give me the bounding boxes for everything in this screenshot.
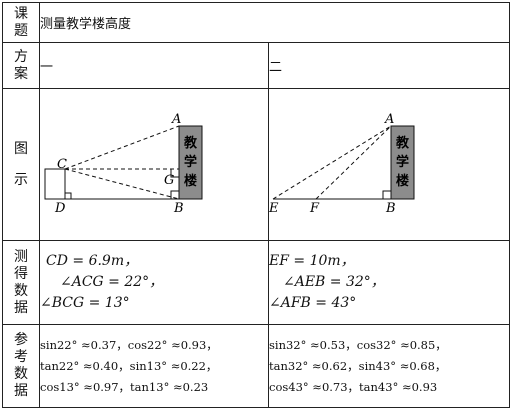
point-label-g: G [164,173,174,188]
label-char: 案 [14,65,28,82]
point-label-b: B [173,201,184,216]
building-char: 学 [184,154,197,170]
row-plan: 方 案 一 二 [2,42,511,89]
measured-line: CD = 6.9m， [46,253,139,269]
plan-1-text: 一 [40,60,54,75]
measured-line: EF = 10m， [269,253,355,269]
building-shape [390,125,415,200]
building-char: 楼 [396,173,409,189]
point-label-c: C [57,157,67,172]
building-char: 教 [183,135,198,151]
reference-line: sin32° ≈0.53，cos32° ≈0.85， [269,337,447,352]
building-char: 学 [396,154,409,170]
row-measured: 测 得 数 据 CD = 6.9m， ∠ACG = 22°， ∠BCG = 13… [2,240,511,325]
measured-line: ∠AFB = 43° [269,295,357,311]
observer-post [44,168,66,200]
reference-plan-2: sin32° ≈0.53，cos32° ≈0.85， tan32° ≈0.62，… [267,324,511,408]
label-char: 数 [14,282,28,299]
reference-line: sin22° ≈0.37，cos22° ≈0.93， [40,337,218,352]
label-char: 方 [14,48,28,65]
right-angle-g [170,169,179,178]
point-label-d: D [54,201,66,216]
label-topic: 课 题 [2,2,40,43]
figure-2-cell: 教 学 楼 A B E F [267,88,511,241]
label-char: 示 [14,171,28,188]
topic-value: 测量教学楼高度 [38,2,511,43]
label-reference: 参 考 数 据 [2,324,40,408]
label-measured: 测 得 数 据 [2,240,40,325]
figure-2-diagram: 教 学 楼 A B E F [268,112,415,216]
sight-line-cb [64,168,180,200]
right-angle-b [382,190,391,199]
label-plan: 方 案 [2,42,40,89]
reference-line: tan32° ≈0.62，sin43° ≈0.68， [269,358,447,373]
building-char: 楼 [184,173,197,189]
label-char: 据 [14,383,28,399]
row-figure: 图 示 教 学 楼 A B C D G [2,88,511,241]
sight-line-ea [272,125,392,200]
label-figure: 图 示 [2,88,40,241]
plan-2-text: 二 [269,60,283,75]
sight-line-fa [315,125,392,200]
label-char: 得 [14,265,28,282]
point-label-f: F [309,201,320,216]
reference-line: cos43° ≈0.73，tan43° ≈0.93 [269,379,438,394]
right-angle-d [65,192,72,199]
plan-2-name: 二 [267,42,511,89]
row-reference: 参 考 数 据 sin22° ≈0.37，cos22° ≈0.93， tan22… [2,324,511,408]
label-char: 据 [14,299,28,316]
point-label-a: A [384,112,394,127]
label-char: 图 [14,140,28,157]
measured-plan-1: CD = 6.9m， ∠ACG = 22°， ∠BCG = 13° [39,240,269,325]
point-label-e: E [269,201,279,216]
point-label-b: B [385,201,396,216]
reference-line: tan22° ≈0.40，sin13° ≈0.22， [40,358,218,373]
label-char: 课 [14,5,28,22]
label-char: 数 [14,366,28,382]
sight-line-ca [64,125,180,170]
label-char: 测 [14,248,28,265]
measured-line: ∠BCG = 13° [40,295,130,311]
measured-line: ∠AEB = 32°， [283,274,385,290]
figure-1-diagram: 教 学 楼 A B C D G [44,112,203,216]
reference-plan-1: sin22° ≈0.37，cos22° ≈0.93， tan22° ≈0.40，… [39,324,269,408]
building-shape [178,125,203,200]
row-topic: 课 题 测量教学楼高度 [2,2,511,43]
label-char: 题 [14,22,28,39]
figure-1-cell: 教 学 楼 A B C D G [39,88,269,241]
label-char: 考 [14,349,28,365]
right-angle-b [170,190,179,199]
reference-line: cos13° ≈0.97，tan13° ≈0.23 [40,379,209,394]
label-char: 参 [14,332,28,348]
measured-line: ∠ACG = 22°， [60,274,164,290]
building-char: 教 [395,135,410,151]
point-label-a: A [171,112,181,127]
topic-text: 测量教学楼高度 [40,17,132,32]
measured-plan-2: EF = 10m， ∠AEB = 32°， ∠AFB = 43° [267,240,511,325]
plan-1-name: 一 [39,42,269,89]
